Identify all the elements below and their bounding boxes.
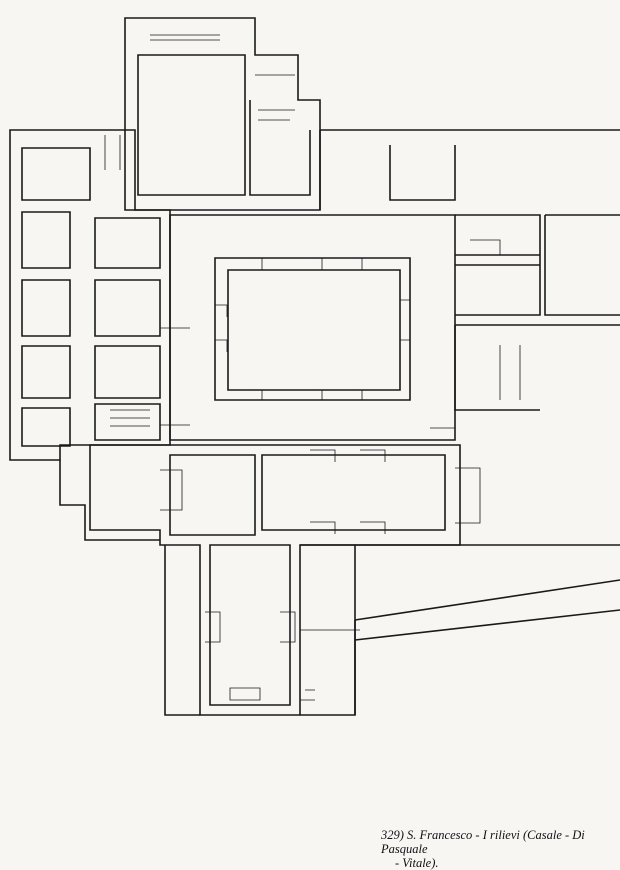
figure-caption: 329) S. Francesco - I rilievi (Casale - … [381, 828, 620, 870]
south-east-area [300, 544, 620, 715]
caption-line-2: - Vitale). [395, 856, 439, 870]
cloister [160, 214, 456, 441]
north-wing [124, 17, 321, 211]
east-wing [319, 129, 620, 411]
figure-number: 329) [381, 828, 404, 842]
caption-line-1: S. Francesco - I rilievi (Casale - Di Pa… [381, 828, 585, 856]
church [89, 444, 481, 716]
